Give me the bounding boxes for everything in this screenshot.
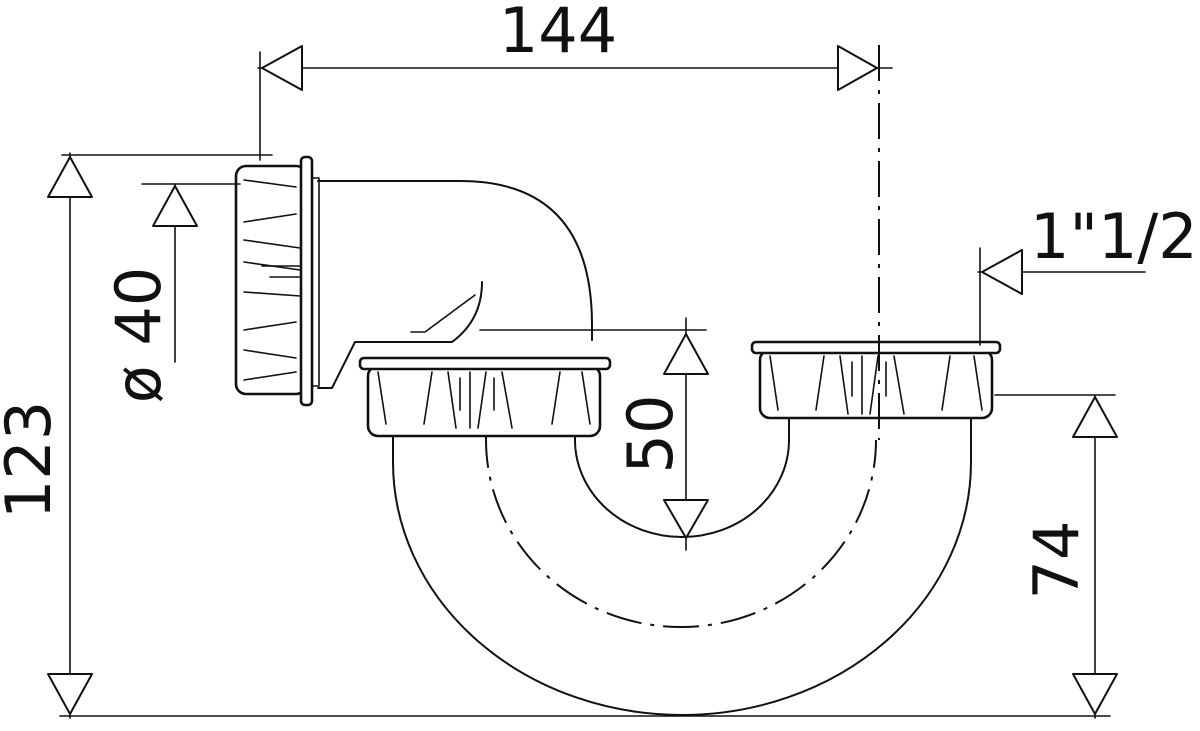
- arrow-left-thread: [981, 249, 1023, 295]
- dimension-outlet-height: 74: [994, 394, 1118, 719]
- dimension-inlet-diameter: ø 40: [102, 183, 241, 404]
- inlet-diameter-value: ø 40: [102, 267, 175, 404]
- middle-nut: [358, 356, 612, 438]
- dimension-width: 144: [257, 0, 893, 161]
- inlet-nut: [234, 155, 320, 407]
- width-value: 144: [499, 0, 617, 67]
- outlet-height-value: 74: [1020, 521, 1093, 600]
- dimension-seal-depth: 50: [479, 317, 709, 551]
- outlet-thread-value: 1"1/2: [1030, 200, 1198, 273]
- arrow-right: [837, 45, 878, 91]
- height-value: 123: [0, 401, 65, 519]
- arrow-down: [47, 673, 93, 715]
- dimension-height: 123: [0, 152, 1111, 719]
- outlet-nut: [750, 340, 1002, 420]
- arrow-up-seal: [663, 333, 709, 375]
- arrow-down-outlet: [1072, 673, 1118, 715]
- dimension-outlet-thread: 1"1/2: [977, 200, 1198, 346]
- pipe-axis-line: [485, 432, 877, 628]
- arrow-down-seal: [663, 499, 709, 539]
- u-trap-pipe: [392, 417, 972, 716]
- arrow-up-outlet: [1072, 396, 1118, 438]
- seal-depth-value: 50: [614, 395, 687, 474]
- arrow-up: [47, 156, 93, 198]
- arrow-left: [261, 45, 303, 91]
- inlet-elbow: [317, 180, 593, 389]
- arrow-up-small: [152, 185, 198, 227]
